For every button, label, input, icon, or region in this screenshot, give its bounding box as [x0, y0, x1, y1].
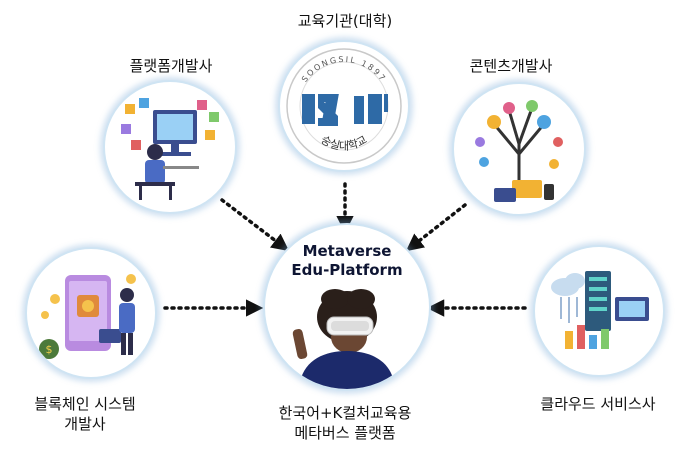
- center-platform-node: Metaverse Edu-Platform: [263, 223, 431, 391]
- university-seal-icon: SOONGSIL 1897 숭실대학교: [286, 48, 402, 164]
- seal-top-text: SOONGSIL 1897: [300, 55, 386, 84]
- platform-dev-label: 플랫폼개발사: [129, 57, 213, 75]
- center-caption-line1: 한국어+K컬처교육용: [278, 404, 412, 422]
- arrow-content-dev: [405, 203, 467, 252]
- cloud-server-icon: [551, 271, 649, 349]
- content-dev-label: 콘텐츠개발사: [469, 57, 553, 75]
- vr-headset-person-icon: [292, 289, 395, 389]
- center-title-line1: Metaverse: [302, 242, 392, 260]
- content-dev-node: [452, 82, 586, 216]
- content-tree-icon: [475, 100, 563, 202]
- svg-text:$: $: [46, 343, 53, 356]
- platform-dev-node: [103, 80, 237, 214]
- blockchain-label-line1: 블록체인 시스템: [34, 395, 136, 413]
- cloud-label: 클라우드 서비스사: [540, 395, 656, 413]
- blockchain-phone-icon: $: [39, 274, 136, 359]
- center-title-line2: Edu-Platform: [291, 261, 403, 279]
- seal-bottom-text: 숭실대학교: [319, 133, 370, 152]
- svg-text:SOONGSIL 1897: SOONGSIL 1897: [300, 55, 388, 84]
- blockchain-label-line2: 개발사: [64, 415, 106, 433]
- developer-computer-icon: [121, 98, 219, 200]
- university-label: 교육기관(대학): [297, 12, 393, 30]
- svg-text:숭실대학교: 숭실대학교: [319, 133, 370, 152]
- arrow-platform-dev: [220, 198, 290, 252]
- center-caption-line2: 메타버스 플랫폼: [294, 424, 396, 442]
- university-node: SOONGSIL 1897 숭실대학교: [278, 40, 410, 172]
- cloud-node: [533, 245, 665, 377]
- blockchain-node: $: [25, 247, 157, 379]
